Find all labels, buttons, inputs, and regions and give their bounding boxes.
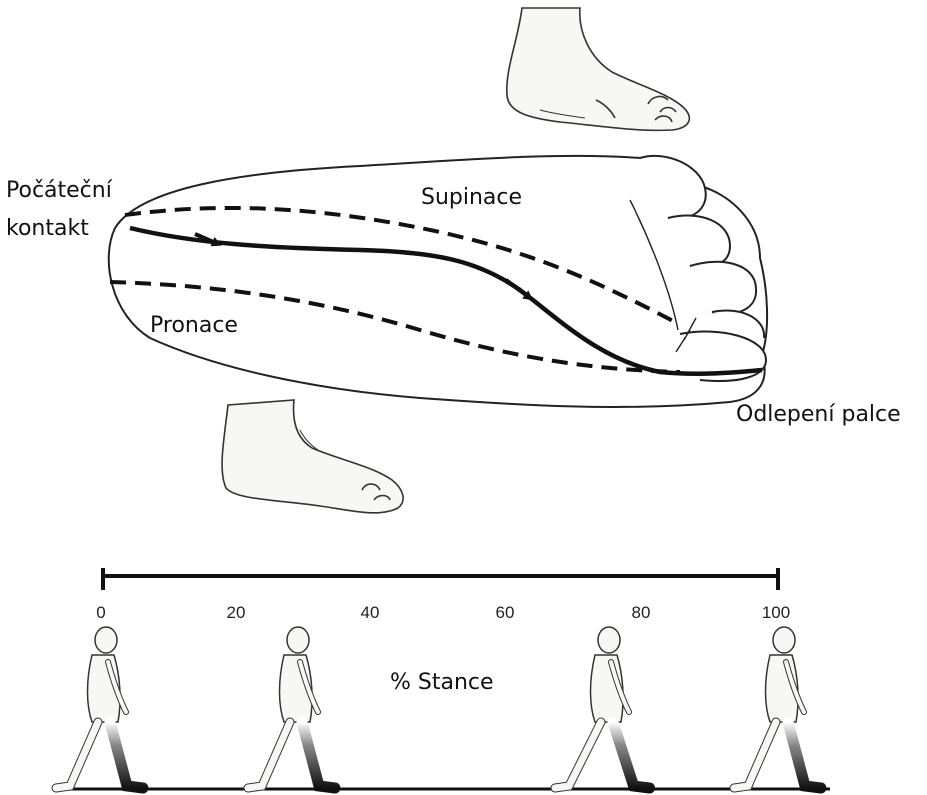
bottom-foot-illustration [222, 400, 403, 513]
axis-tick-label: 60 [496, 603, 515, 623]
axis-tick-label: 80 [632, 603, 651, 623]
axis-tick-label: 40 [361, 603, 380, 623]
walker-figure-0 [56, 627, 143, 788]
walker-figure-75 [555, 627, 650, 788]
stance-axis-label: % Stance [390, 668, 494, 698]
initial-contact-label-line2: kontakt [6, 214, 89, 244]
supination-label: Supinace [421, 183, 522, 213]
top-foot-illustration [507, 8, 690, 130]
axis-tick-label: 0 [96, 603, 105, 623]
pronation-label: Pronace [150, 311, 238, 341]
stance-axis [103, 568, 778, 590]
walker-figure-30 [248, 627, 335, 788]
axis-tick-label: 100 [762, 603, 790, 623]
initial-contact-label-line1: Počáteční [6, 176, 112, 206]
toe-off-label: Odlepení palce [736, 400, 901, 430]
axis-tick-label: 20 [227, 603, 246, 623]
walker-figure-100 [734, 627, 821, 788]
